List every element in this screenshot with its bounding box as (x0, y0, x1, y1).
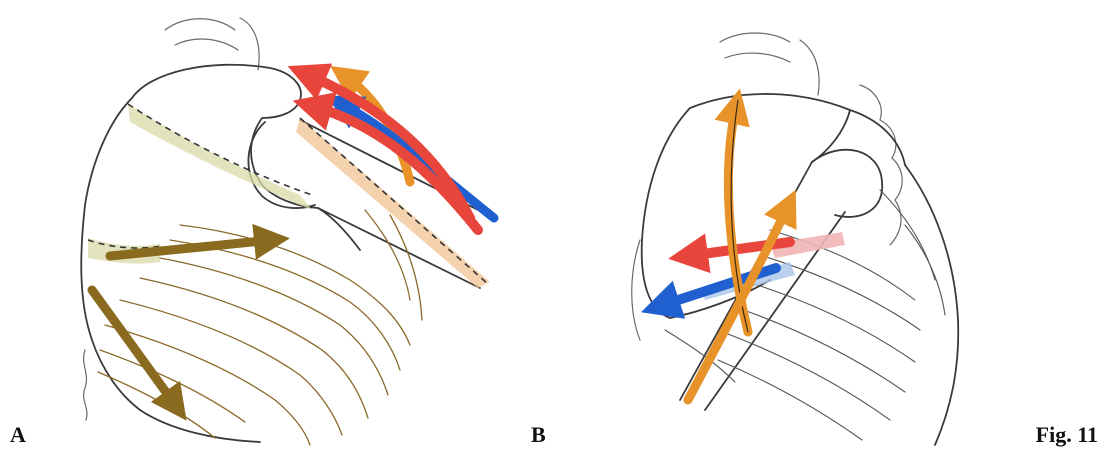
panel-a-drawing (81, 18, 494, 445)
figure-label: Fig. 11 (1036, 424, 1098, 446)
panel-a-label: A (10, 424, 26, 446)
panel-b-label: B (531, 424, 546, 446)
panel-b-drawing (632, 33, 959, 445)
